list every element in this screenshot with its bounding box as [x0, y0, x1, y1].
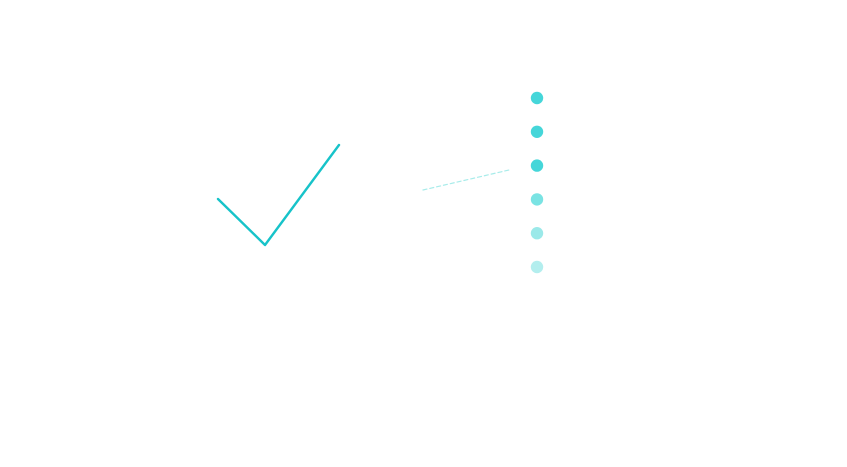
checkmark-icon [216, 143, 341, 247]
indicator-dot [530, 125, 544, 138]
indicator-dot [530, 260, 544, 274]
dashed-connector [422, 169, 510, 191]
indicator-dot [530, 193, 544, 206]
vertical-dot-indicator [530, 91, 544, 274]
indicator-dot [530, 159, 544, 172]
indicator-dot [530, 91, 544, 105]
indicator-dot [530, 227, 544, 240]
